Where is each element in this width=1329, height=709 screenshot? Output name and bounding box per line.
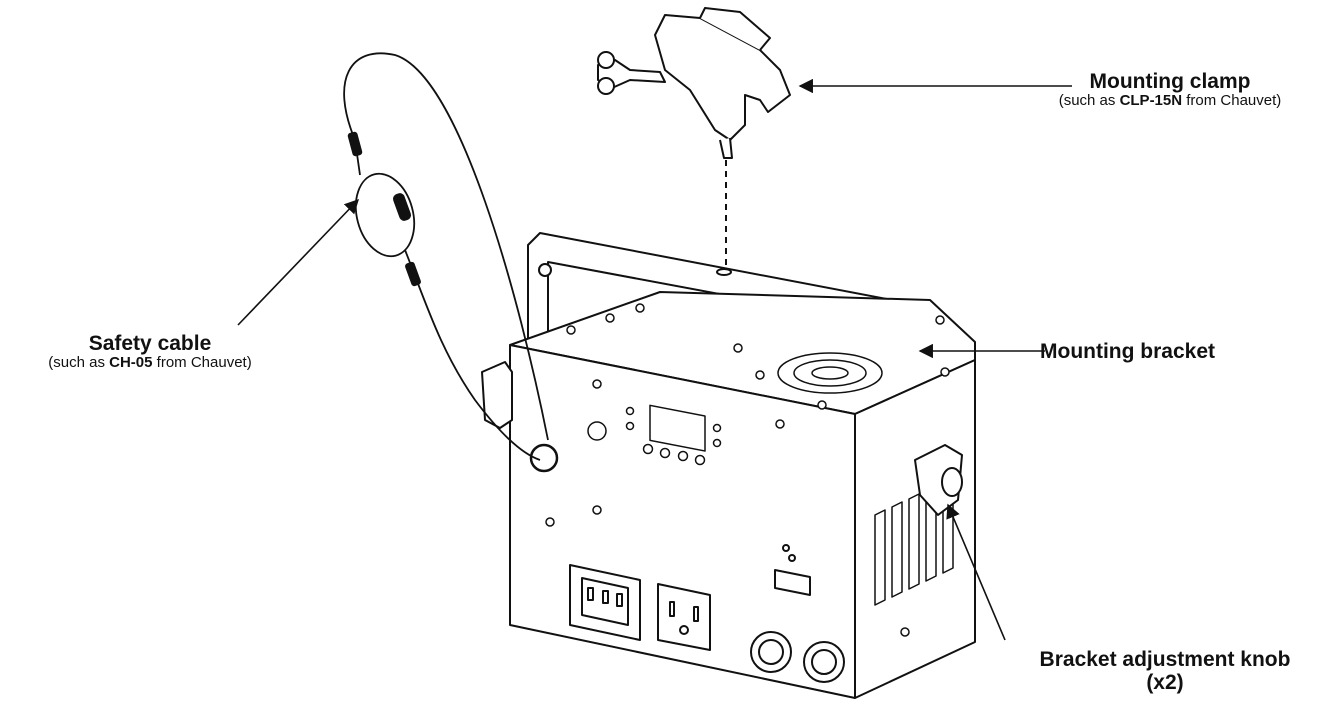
mounting-clamp-label: Mounting clamp	[1089, 70, 1251, 93]
safety-cable	[343, 52, 559, 473]
control-panel	[587, 404, 722, 466]
callout-mounting-clamp: Mounting clamp (such as CLP-15N from Cha…	[1000, 70, 1329, 110]
bracket-knob-count: (x2)	[1146, 671, 1184, 695]
cable-sleeves	[347, 131, 421, 287]
front-screws	[545, 379, 910, 637]
safety-cable-label: Safety cable	[88, 332, 212, 355]
light-fixture	[481, 232, 976, 699]
dmx-connectors	[750, 544, 845, 683]
bracket-knob-label: Bracket adjustment knob	[1039, 648, 1291, 671]
mounting-bracket-label: Mounting bracket	[1040, 340, 1216, 363]
mounting-clamp-example: (such as CLP-15N from Chauvet)	[1058, 92, 1282, 110]
callout-leaders	[237, 78, 1072, 641]
fan-grill	[777, 352, 883, 394]
callout-safety-cable: Safety cable (such as CH-05 from Chauvet…	[0, 332, 300, 372]
callout-mounting-bracket: Mounting bracket	[1040, 340, 1300, 363]
bracket-knob-left	[481, 361, 513, 429]
power-inlet	[569, 564, 641, 641]
mounting-clamp	[597, 7, 791, 159]
callout-bracket-knob: Bracket adjustment knob (x2)	[1000, 648, 1329, 694]
power-outlet	[657, 583, 711, 651]
safety-cable-example: (such as CH-05 from Chauvet)	[48, 354, 252, 372]
bracket-knob-right	[914, 444, 963, 516]
top-screws	[566, 303, 950, 410]
